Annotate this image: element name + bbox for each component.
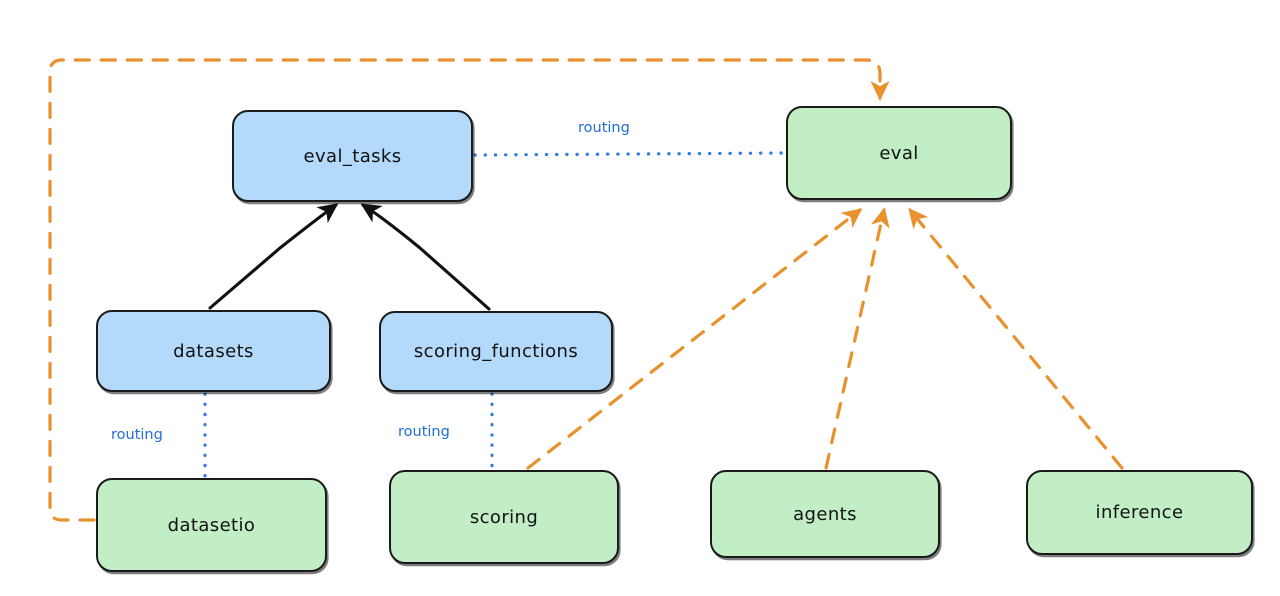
node-scoring[interactable]: scoring: [389, 470, 619, 564]
node-label-agents: agents: [793, 503, 857, 525]
node-inference[interactable]: inference: [1026, 470, 1253, 555]
node-agents[interactable]: agents: [710, 470, 940, 558]
node-datasetio[interactable]: datasetio: [96, 478, 327, 572]
edge-inference-to-eval: [908, 207, 1124, 470]
node-label-inference: inference: [1095, 502, 1184, 523]
node-label-datasets: datasets: [173, 340, 254, 362]
node-scoring-functions[interactable]: scoring_functions: [379, 311, 613, 392]
edge-label-routing-datasets-datasetio: routing: [111, 427, 163, 443]
node-label-scoring-functions: scoring_functions: [413, 341, 579, 362]
node-label-eval-tasks: eval_tasks: [303, 145, 402, 167]
edge-scoring-functions-to-eval-tasks: [360, 203, 491, 311]
node-label-datasetio: datasetio: [167, 514, 256, 536]
edge-label-routing-eval-tasks-eval: routing: [578, 120, 630, 136]
edge-label-routing-scoring-functions-scoring: routing: [398, 424, 450, 440]
edge-datasetio-to-eval: [48, 58, 890, 522]
node-label-scoring: scoring: [469, 506, 539, 528]
edge-datasets-to-eval-tasks: [208, 203, 339, 310]
edge-eval-tasks-to-eval: [473, 151, 786, 157]
node-label-eval: eval: [879, 142, 919, 164]
node-eval-tasks[interactable]: eval_tasks: [232, 110, 473, 202]
node-eval[interactable]: eval: [786, 106, 1012, 200]
edge-agents-to-eval: [824, 207, 890, 470]
node-datasets[interactable]: datasets: [96, 310, 331, 392]
edge-scoring-to-eval: [526, 208, 863, 470]
